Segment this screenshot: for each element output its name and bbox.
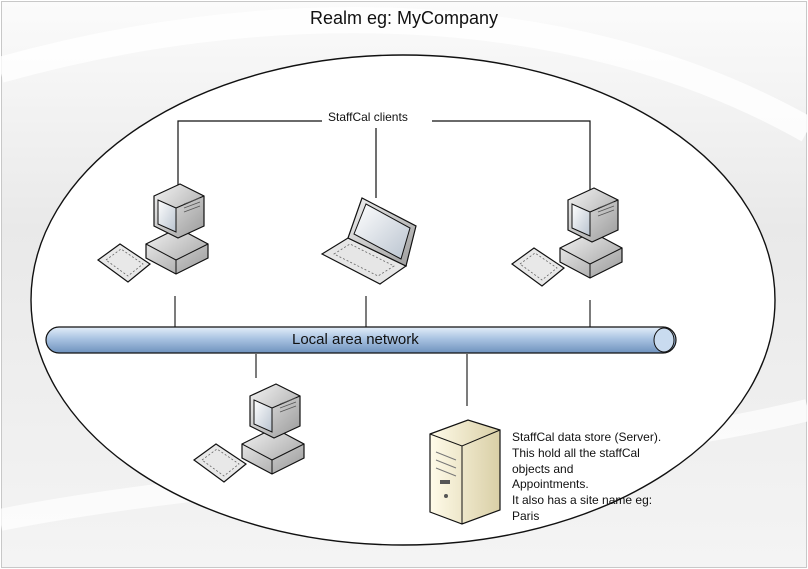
server-description-line: objects and <box>512 461 574 476</box>
server-description-line: Paris <box>512 508 540 523</box>
swoosh <box>0 7 808 142</box>
server-description-line: StaffCal data store (Server). <box>512 430 662 444</box>
lan-drops <box>174 296 591 406</box>
realm-title: Realm eg: MyCompany <box>309 8 499 28</box>
server-description-line: This hold all the staffCal <box>512 445 640 460</box>
lan-pipe <box>45 326 677 354</box>
clients-label: StaffCal clients <box>328 110 408 124</box>
lan-label: Local area network <box>292 331 419 348</box>
server-tower-icon <box>429 419 501 525</box>
realm-boundary <box>30 54 776 546</box>
server-description: StaffCal data store (Server). This hold … <box>512 430 661 525</box>
server-description-line: It also has a site name eg: <box>512 493 653 508</box>
server-description-line: Appointments. <box>512 477 589 492</box>
client-connectors <box>177 120 591 198</box>
laptop-icon <box>320 197 417 285</box>
